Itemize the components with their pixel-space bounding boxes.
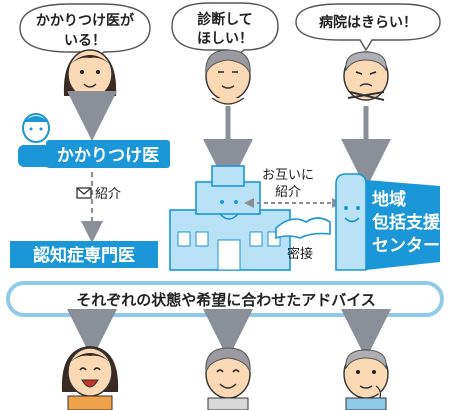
center-line-3: センター — [372, 236, 440, 256]
person-bottom-1 — [61, 346, 119, 410]
bubble-3-line-1: 病院はきらい！ — [319, 14, 417, 31]
person-bottom-2 — [205, 347, 251, 410]
hospital-building — [169, 165, 291, 271]
handshake-icon — [275, 217, 331, 240]
shokai-label: 紹介 — [95, 187, 121, 202]
person-bottom-3 — [343, 349, 389, 410]
specialist-label: 認知症専門医 — [33, 245, 135, 266]
center-line-2: 包括支援 — [372, 212, 441, 233]
kakaritsuke-label: かかりつけ医 — [57, 146, 159, 166]
otagai-line-2: 紹介 — [275, 185, 301, 200]
speech-bubble-1: かかりつけ医が いる！ — [19, 3, 151, 64]
otagai-line-1: お互いに — [262, 168, 314, 183]
advice-band-text: それぞれの状態や希望に合わせたアドバイス — [76, 291, 376, 309]
missetsu-label: 密接 — [287, 246, 313, 262]
person-top-3 — [343, 51, 389, 101]
bubble-2-line-1: 診断して — [197, 11, 253, 28]
person-top-1 — [63, 49, 117, 99]
bubble-1-line-2: いる！ — [64, 33, 106, 49]
bubble-2-line-2: ほしい！ — [197, 31, 253, 47]
center-line-1: 地域 — [372, 189, 406, 210]
speech-bubble-3: 病院はきらい！ — [295, 3, 441, 52]
kakaritsuke-label-box — [46, 140, 170, 168]
support-center-building — [335, 173, 440, 271]
envelope-icon — [76, 187, 92, 199]
specialist-label-box — [10, 241, 158, 268]
mutual-arrow-left-head — [244, 198, 254, 208]
bubble-1-line-1: かかりつけ医が — [36, 12, 135, 29]
speech-bubble-2: 診断して ほしい！ — [171, 2, 279, 62]
person-top-2 — [205, 49, 251, 105]
